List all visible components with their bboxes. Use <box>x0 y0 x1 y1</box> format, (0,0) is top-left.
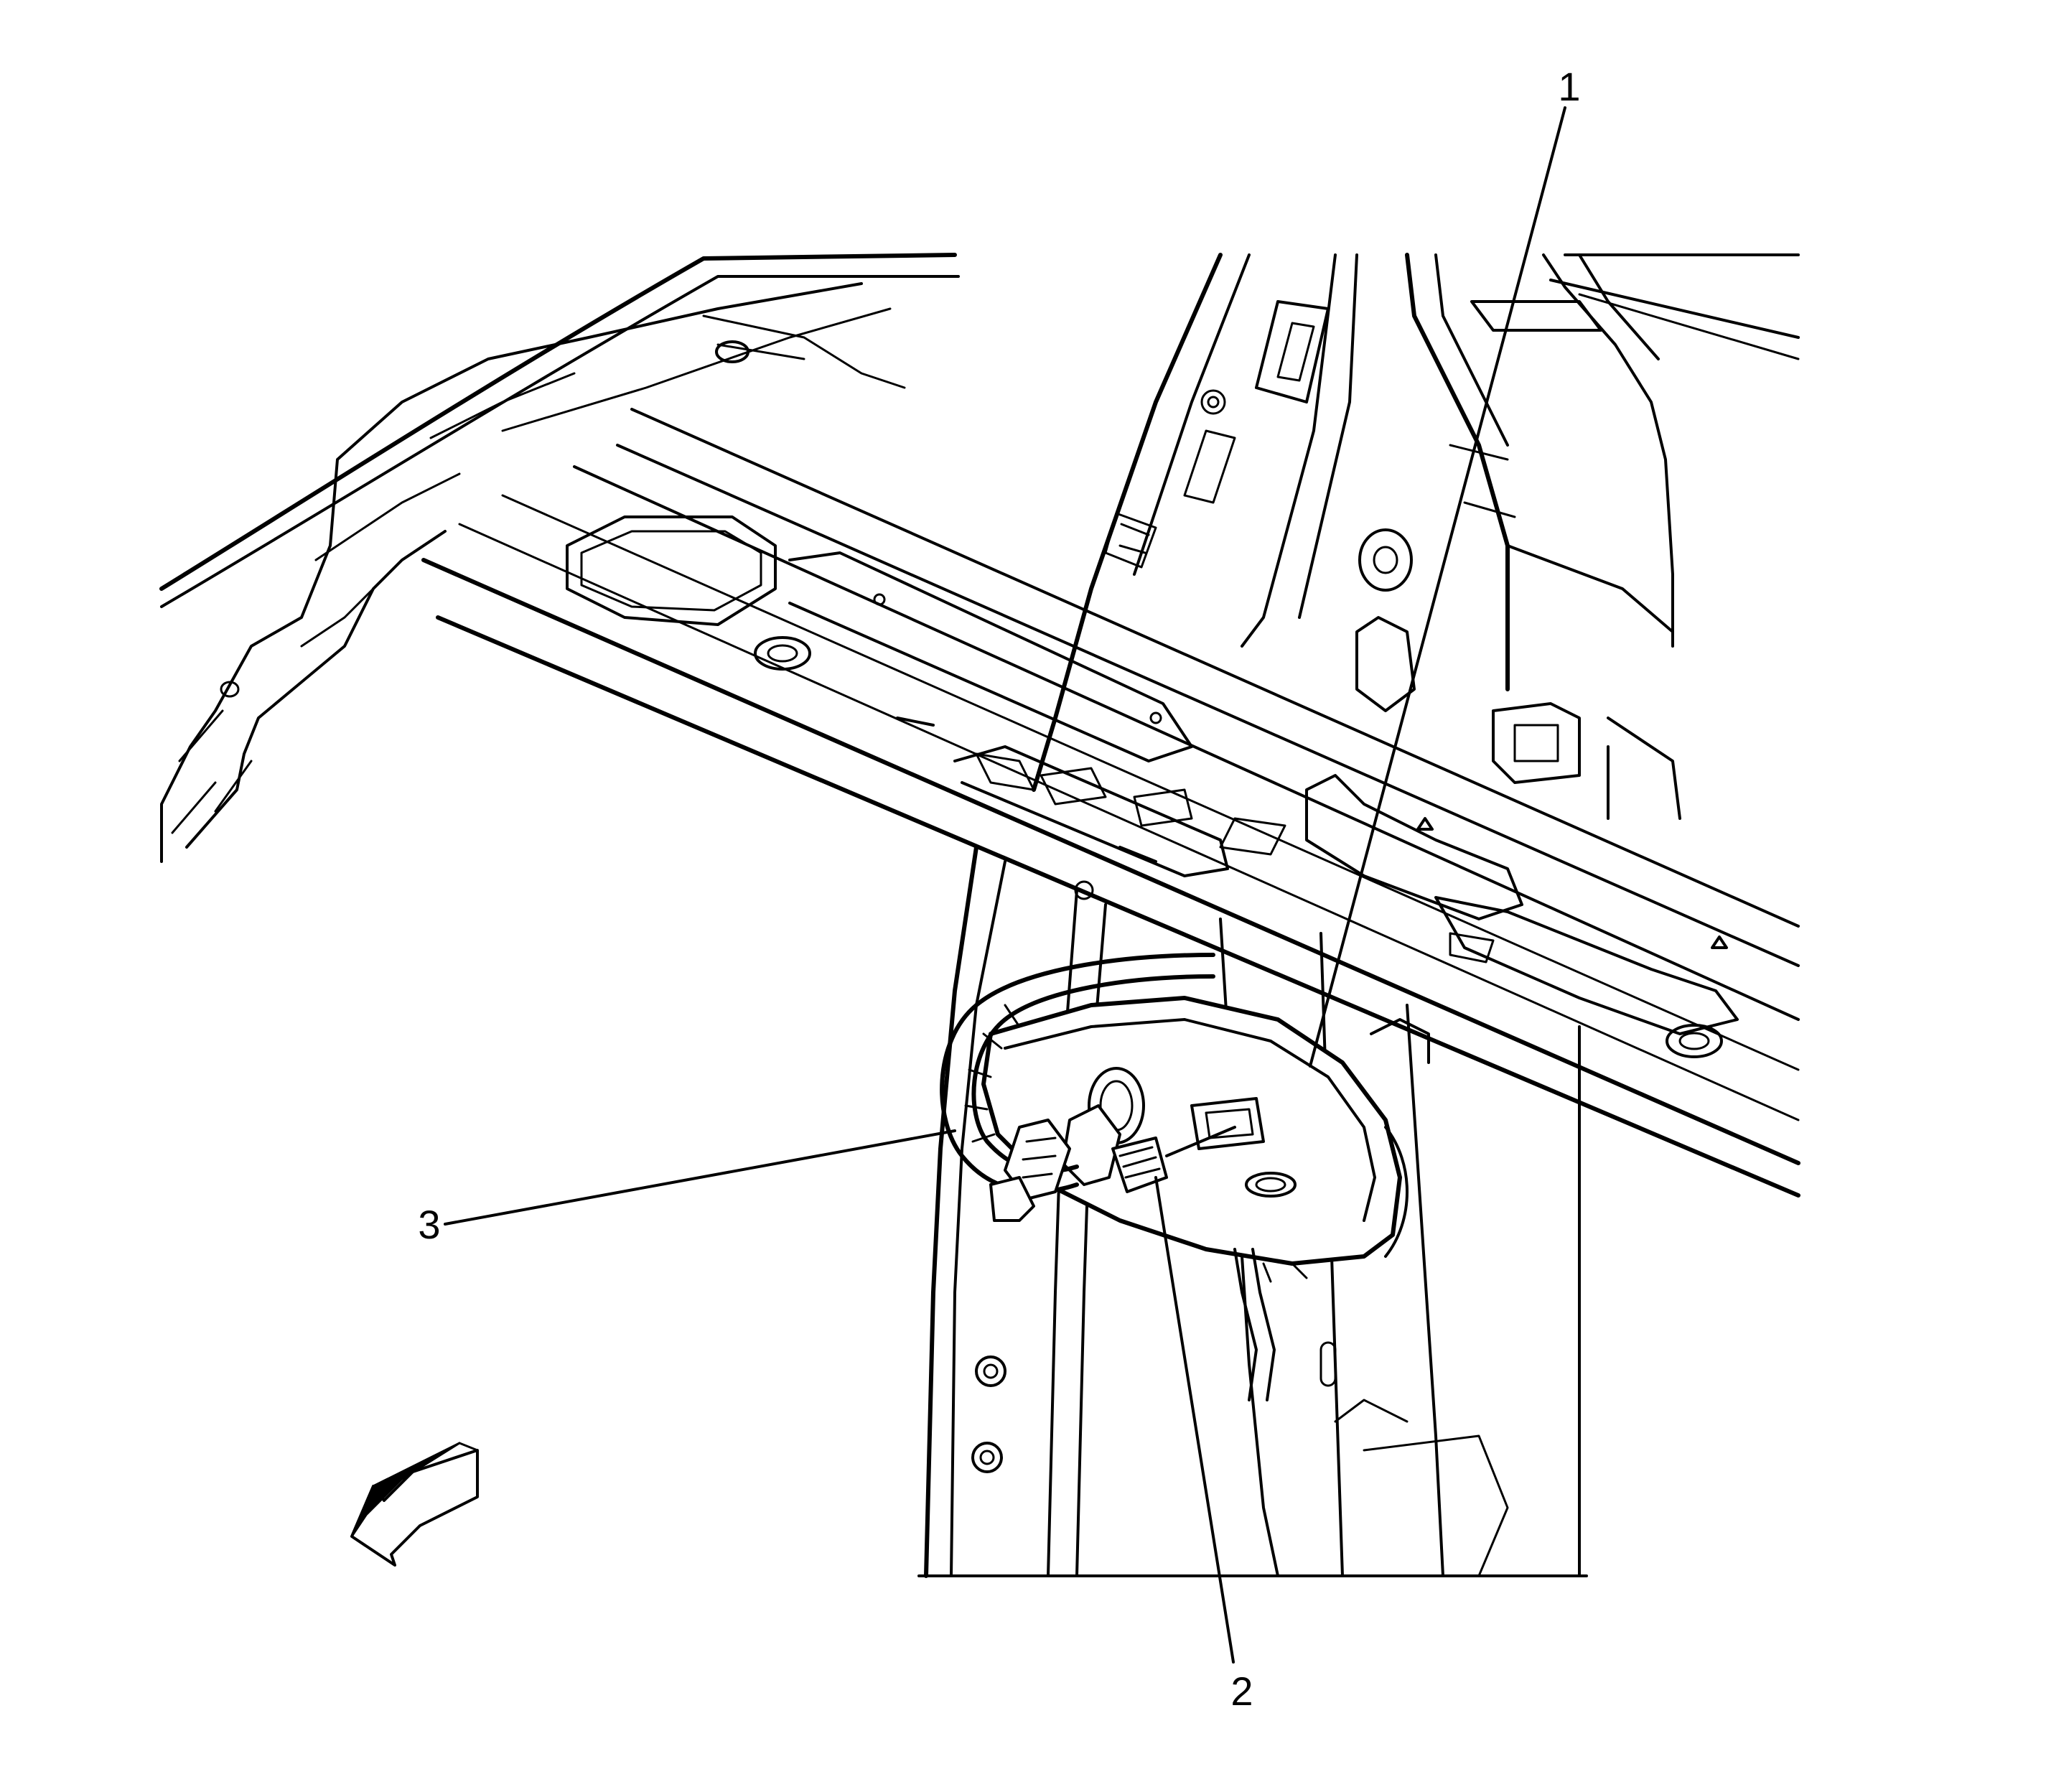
view-direction-arrow-icon <box>350 1442 479 1567</box>
leader-lines <box>444 106 1566 1663</box>
leader-line-2 <box>1154 1176 1235 1663</box>
callout-2: 2 <box>1230 1669 1253 1714</box>
rear-frame <box>1355 253 1800 820</box>
leader-line-3 <box>444 1129 956 1226</box>
callout-labels: 1 2 3 <box>418 64 1580 1714</box>
roof-rail <box>421 408 1800 1198</box>
roof-frame <box>159 253 960 863</box>
wiring-harness <box>940 953 1276 1401</box>
callout-1: 1 <box>1558 64 1580 109</box>
callout-3: 3 <box>418 1202 440 1247</box>
leader-line-1 <box>1309 106 1566 1068</box>
